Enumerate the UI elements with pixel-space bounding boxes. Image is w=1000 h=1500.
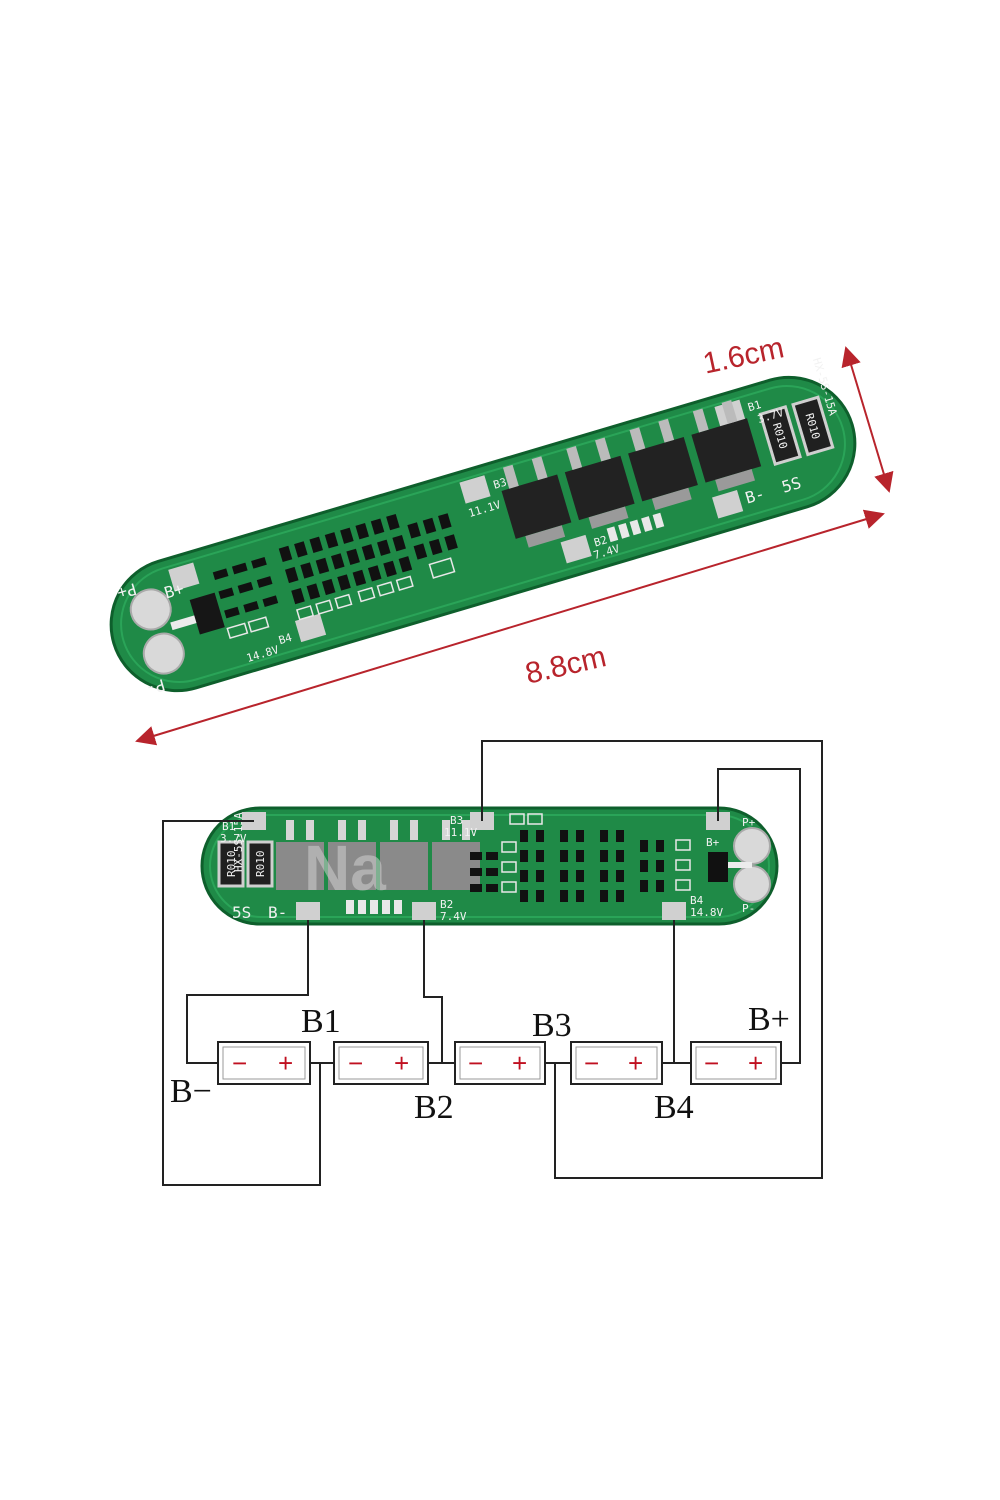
silk-top-p-plus: P+ — [115, 579, 139, 603]
silk-top-5s: 5S — [779, 473, 803, 497]
length-label: 8.8cm — [522, 640, 609, 691]
silk-bottom-r010-b: R010 — [254, 851, 267, 878]
silk-bottom-14v8: 14.8V — [690, 906, 723, 919]
silk-bottom-r010-a: R010 — [225, 851, 238, 878]
battery-cell-4: − + — [570, 1041, 663, 1085]
wire-b-plus — [717, 768, 801, 1064]
wiring-diagram: P+ B+ P- B4 B3 B2 B- 5S B1 14.8V 11.1V 7… — [162, 740, 823, 1186]
label-b-plus: B+ — [748, 1001, 790, 1038]
label-b1: B1 — [301, 1003, 341, 1040]
silk-bottom-b1: B1 — [222, 820, 235, 833]
cell-5-plus-sign: + — [748, 1048, 763, 1078]
wires — [162, 740, 823, 1186]
silk-bottom-b-minus: B- — [268, 903, 287, 922]
battery-cell-5: − + — [690, 1041, 782, 1085]
silk-bottom-3v7: 3.7V — [220, 832, 247, 845]
watermark: Na — [304, 832, 386, 904]
pcb-board-bottom: P+ B+ P- B4 B3 B2 B- 5S B1 14.8V 11.1V 7… — [200, 806, 779, 926]
width-label: 1.6cm — [700, 331, 787, 380]
silk-bottom-b2: B2 — [440, 898, 453, 911]
width-arrow — [841, 346, 894, 493]
wire-b1 — [162, 820, 321, 1186]
silk-bottom-p-minus: P- — [742, 902, 755, 915]
pad-bottom-b4 — [662, 902, 686, 920]
cell-5-minus-sign: − — [704, 1048, 719, 1078]
wire-b2 — [423, 920, 443, 1063]
cell-1-minus-sign: − — [232, 1048, 247, 1078]
silk-bottom-p-plus: P+ — [742, 816, 756, 829]
silk-bottom-model: HX-5S-15A — [232, 812, 245, 872]
cell-2-minus-sign: − — [348, 1048, 363, 1078]
battery-cell-1: − + — [217, 1041, 311, 1085]
wire-b-minus — [186, 920, 309, 1064]
battery-cell-3: − + — [454, 1041, 546, 1085]
cell-4-plus-sign: + — [628, 1048, 643, 1078]
pcb-board-top — [109, 375, 857, 693]
pcb-photo-top: P+ B+ P- B4 B3 B2 B- 5S B1 14.8V 11.1V 7… — [109, 331, 894, 746]
cell-3-plus-sign: + — [512, 1048, 527, 1078]
output-pad-bottom-p-minus — [733, 865, 771, 903]
wire-b3 — [481, 740, 823, 1179]
pad-top-b3 — [459, 475, 491, 504]
silk-bottom-b4: B4 — [690, 894, 704, 907]
cell-2-plus-sign: + — [394, 1048, 409, 1078]
output-pad-bottom-p-plus — [733, 827, 771, 865]
label-b-minus: B− — [170, 1073, 212, 1110]
silk-bottom-7v4: 7.4V — [440, 910, 467, 923]
cell-1-plus-sign: + — [278, 1048, 293, 1078]
shunt-resistors-top — [758, 395, 835, 467]
silk-top-b-minus: B- — [743, 484, 767, 508]
silk-top-b1: B1 — [746, 398, 762, 414]
label-b3: B3 — [532, 1007, 572, 1044]
pad-bottom-b-minus — [296, 902, 320, 920]
cell-4-minus-sign: − — [584, 1048, 599, 1078]
silk-bottom-b3: B3 — [450, 814, 463, 827]
length-arrow — [135, 509, 885, 746]
battery-cell-2: − + — [333, 1041, 429, 1085]
label-b2: B2 — [414, 1089, 454, 1126]
pad-bottom-b2 — [412, 902, 436, 920]
silk-bottom-b-plus: B+ — [706, 836, 720, 849]
silk-bottom-11v1: 11.1V — [444, 826, 477, 839]
label-b4: B4 — [654, 1089, 694, 1126]
cell-3-minus-sign: − — [468, 1048, 483, 1078]
silk-bottom-5s: 5S — [232, 903, 251, 922]
silk-top-b3: B3 — [492, 475, 508, 491]
